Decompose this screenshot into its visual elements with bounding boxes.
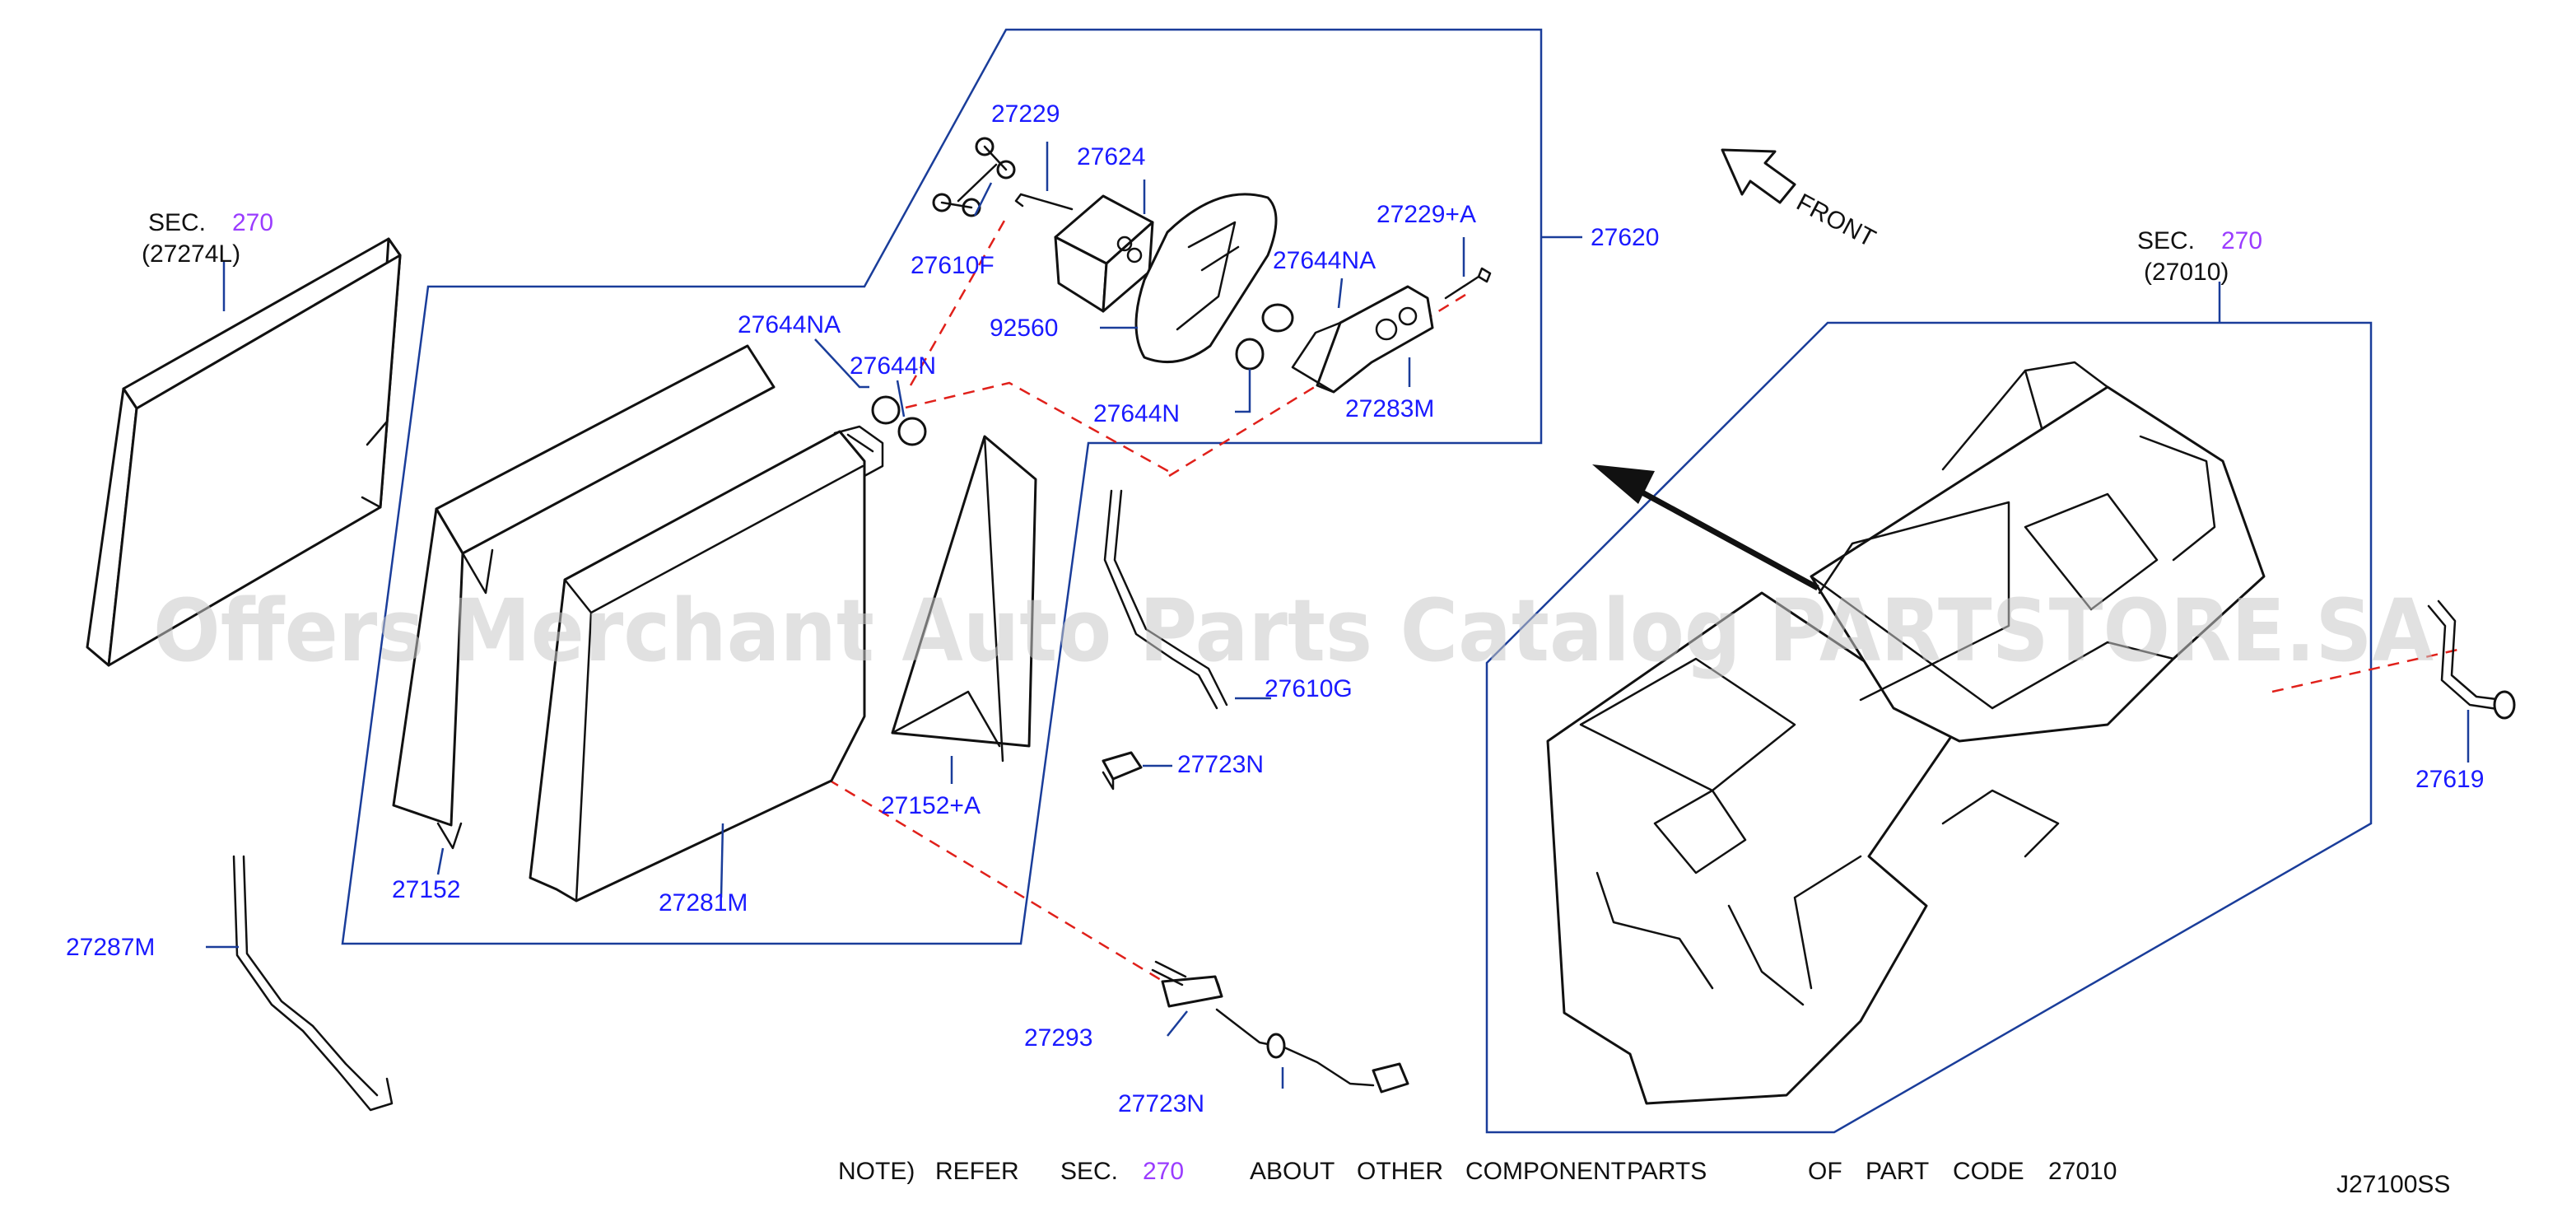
- part-number-27644NA-top: 27644NA: [1273, 247, 1376, 274]
- part-number-27610F: 27610F: [911, 252, 995, 279]
- seal-27152A: [891, 435, 1037, 763]
- part-number-27620: 27620: [1591, 224, 1659, 251]
- pipe-block-27283M: [1291, 285, 1434, 394]
- expansion-valve-27624: [1054, 194, 1154, 313]
- note-parts: PARTS: [1627, 1158, 1707, 1185]
- part-number-27293: 27293: [1024, 1024, 1092, 1052]
- part-number-27644N: 27644N: [850, 352, 936, 380]
- pipe-27610G: [1103, 489, 1228, 710]
- dashed-line-sensor: [709, 707, 1186, 996]
- sec-left-code: (27274L): [142, 240, 240, 268]
- note-component: COMPONENT: [1465, 1158, 1626, 1185]
- hose-27287M: [232, 855, 394, 1112]
- o-ring-27644NA-top: [1261, 303, 1294, 333]
- harness-27723N-b: [1215, 1008, 1409, 1094]
- part-number-27281M: 27281M: [659, 889, 748, 916]
- clip-27723N-a: [1102, 751, 1143, 791]
- part-number-27229: 27229: [991, 100, 1060, 128]
- part-number-27619: 27619: [2415, 766, 2484, 793]
- part-number-27723N-a: 27723N: [1177, 751, 1264, 778]
- note-sec-number: 270: [1143, 1158, 1184, 1185]
- air-filter-part: [86, 237, 402, 667]
- sec-right-word: SEC.: [2137, 227, 2195, 254]
- sec-right-number: 270: [2221, 227, 2262, 254]
- cover-92560: [1134, 193, 1278, 363]
- note-code-word: CODE: [1953, 1158, 2024, 1185]
- note-of: OF: [1808, 1158, 1842, 1185]
- evaporator-core-27281M: [529, 425, 884, 903]
- note-refer: REFER: [935, 1158, 1019, 1185]
- front-arrow-icon: [1721, 148, 1796, 204]
- note-other: OTHER: [1357, 1158, 1443, 1185]
- o-ring-27644NA: [871, 395, 901, 425]
- evaporator-case-27152: [392, 344, 776, 850]
- sec-left-word: SEC.: [148, 209, 206, 236]
- front-label: FRONT: [1792, 189, 1880, 253]
- leader-lines: [206, 142, 2470, 1089]
- note-code: 27010: [2048, 1158, 2117, 1185]
- part-number-27624: 27624: [1077, 143, 1145, 170]
- part-number-27283M: 27283M: [1345, 395, 1434, 422]
- part-number-27152A: 27152+A: [881, 792, 981, 819]
- note-part: PART: [1866, 1158, 1929, 1185]
- note-line: NOTE) REFER SEC. 270 ABOUT OTHER COMPONE…: [838, 1158, 2117, 1185]
- part-number-27644N-top: 27644N: [1093, 400, 1180, 427]
- heater-unit-frame: [1485, 321, 2373, 1134]
- part-number-27229A: 27229+A: [1377, 201, 1476, 228]
- part-number-27723N-b: 27723N: [1118, 1090, 1204, 1117]
- sec-right-code: (27010): [2144, 259, 2229, 286]
- bolt-27229: [1014, 193, 1074, 211]
- evaporator-group-frame: [341, 28, 1543, 945]
- o-ring-27644N: [897, 417, 927, 446]
- part-number-27644NA: 27644NA: [738, 311, 841, 338]
- part-number-92560: 92560: [990, 315, 1058, 342]
- dashed-line-hose: [2271, 647, 2462, 693]
- heater-unit-part: [1546, 361, 2266, 1105]
- note-sec: SEC.: [1060, 1158, 1118, 1185]
- direction-arrow-icon: [1592, 464, 1819, 591]
- bolt-27229A: [1444, 267, 1492, 300]
- note-word: NOTE): [838, 1158, 915, 1185]
- part-number-27287M: 27287M: [66, 934, 155, 961]
- o-ring-27644N-top: [1235, 338, 1265, 371]
- diagram-code: J27100SS: [2336, 1171, 2450, 1198]
- sec-left-number: 270: [232, 209, 273, 236]
- part-number-27152: 27152: [392, 876, 460, 903]
- watermark-text: Offers Merchant Auto Parts Catalog PARTS…: [153, 581, 2434, 681]
- note-about: ABOUT: [1250, 1158, 1335, 1185]
- hose-27619: [2427, 599, 2516, 720]
- sensor-27293: [1151, 960, 1223, 1008]
- part-number-27610G: 27610G: [1265, 675, 1353, 702]
- o-rings-27610F: [932, 137, 1016, 217]
- dashed-line-orings: [905, 381, 1175, 476]
